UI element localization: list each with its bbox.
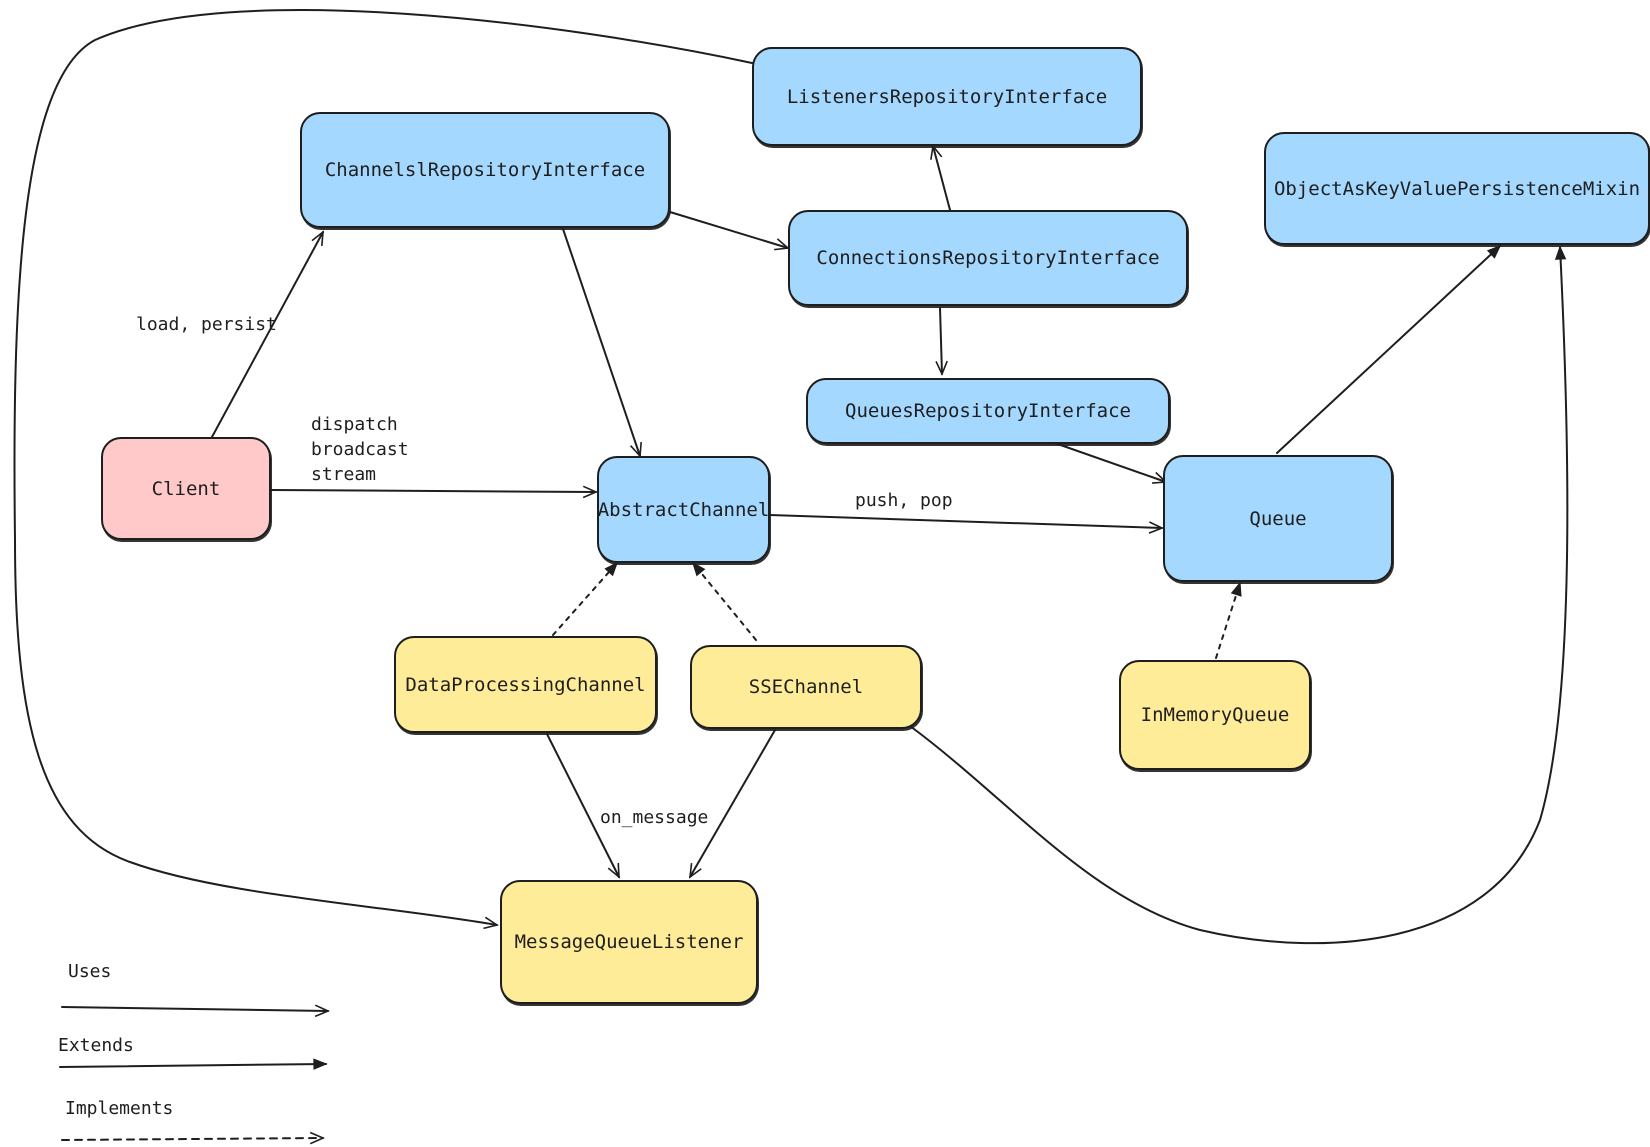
edge-channels-to-connections: [669, 211, 788, 248]
node-queue[interactable]: Queue: [1163, 455, 1393, 582]
label-stream: stream: [311, 464, 377, 485]
node-listeners-repository-interface[interactable]: ListenersRepositoryInterface: [752, 47, 1142, 146]
legend-extends-label: Extends: [58, 1035, 134, 1056]
edge-client-to-abstract: [270, 490, 596, 492]
label-dispatch: dispatch: [311, 414, 398, 435]
edge-connections-to-queues: [940, 307, 942, 374]
node-client[interactable]: Client: [101, 437, 271, 540]
node-data-processing-channel[interactable]: DataProcessingChannel: [394, 636, 657, 733]
legend-uses-label: Uses: [68, 961, 112, 982]
edge-channels-to-abstract: [561, 225, 640, 456]
label-on-message: on_message: [600, 807, 709, 828]
legend-uses-line: [61, 1007, 328, 1011]
edge-sse-to-mixin: [909, 247, 1569, 945]
node-message-queue-listener[interactable]: MessageQueueListener: [500, 880, 758, 1004]
legend-implements-label: Implements: [65, 1098, 174, 1119]
edge-listeners-to-messagequeuelistener: [13, 9, 753, 925]
node-object-as-key-value-persistence-mixin[interactable]: ObjectAsKeyValuePersistenceMixin: [1264, 132, 1650, 245]
label-load-persist: load, persist: [136, 314, 277, 335]
edge-abstract-to-queue: [769, 514, 1162, 528]
label-broadcast: broadcast: [311, 439, 409, 460]
edge-sse-implements-abstract: [693, 563, 757, 641]
edge-queue-to-mixin: [1276, 246, 1500, 454]
node-in-memory-queue[interactable]: InMemoryQueue: [1119, 660, 1311, 770]
edge-connections-to-listeners: [933, 146, 951, 211]
node-channels-repository-interface[interactable]: ChannelslRepositoryInterface: [300, 112, 670, 228]
legend-extends-line: [59, 1064, 326, 1067]
node-abstract-channel[interactable]: AbstractChannel: [597, 456, 770, 563]
edge-dataprocessing-to-listener: [546, 733, 620, 877]
node-sse-channel[interactable]: SSEChannel: [690, 645, 922, 729]
edge-sse-to-listener: [689, 729, 776, 877]
legend-implements-line: [61, 1138, 323, 1140]
edge-queues-to-queue: [1051, 441, 1166, 482]
edge-client-to-channels: [211, 232, 324, 438]
edge-inmemory-implements-queue: [1215, 583, 1240, 659]
edge-dataprocessing-implements-abstract: [552, 563, 617, 636]
node-queues-repository-interface[interactable]: QueuesRepositoryInterface: [806, 378, 1170, 444]
node-connections-repository-interface[interactable]: ConnectionsRepositoryInterface: [788, 210, 1188, 306]
label-push-pop: push, pop: [855, 490, 953, 511]
